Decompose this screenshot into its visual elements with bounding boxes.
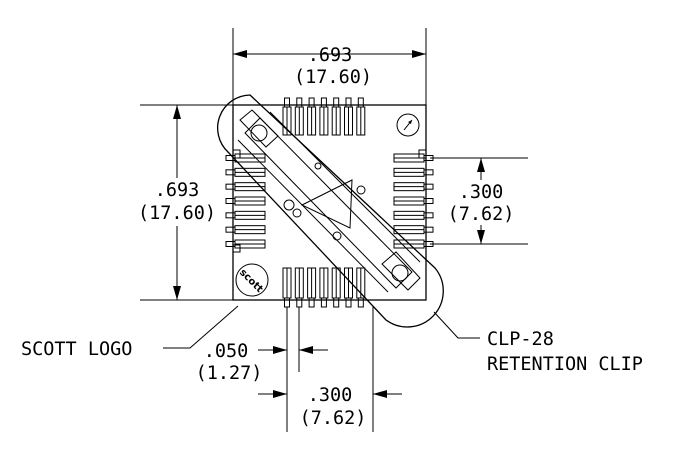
leads-right bbox=[393, 153, 434, 249]
lead-bottom bbox=[294, 267, 304, 308]
right-pitch-mm-label: (7.62) bbox=[448, 204, 515, 225]
left-height-inch-label: .693 bbox=[155, 180, 200, 201]
lead-top bbox=[356, 97, 366, 136]
lead-pitch-inch-label: .050 bbox=[204, 341, 249, 362]
lead-right bbox=[393, 167, 434, 177]
right-pitch-dimension: .300 (7.62) bbox=[430, 157, 528, 245]
clip-callout-line2: RETENTION CLIP bbox=[487, 354, 643, 375]
top-width-mm-label: (17.60) bbox=[294, 67, 372, 88]
lead-bottom bbox=[282, 267, 292, 308]
lead-top bbox=[294, 97, 304, 136]
left-height-dimension: .693 (17.60) bbox=[138, 104, 258, 301]
scott-logo: scott bbox=[235, 263, 269, 297]
lead-bottom bbox=[307, 267, 317, 308]
lead-right bbox=[393, 182, 434, 192]
left-height-mm-label: (17.60) bbox=[138, 203, 216, 224]
lead-top bbox=[307, 97, 317, 136]
right-pitch-inch-label: .300 bbox=[459, 182, 504, 203]
lead-top bbox=[282, 97, 292, 136]
scott-logo-text: scott bbox=[237, 267, 265, 295]
scott-logo-callout: SCOTT LOGO bbox=[21, 305, 239, 360]
lead-pitch-mm-label: (1.27) bbox=[196, 363, 263, 384]
lead-top bbox=[344, 97, 353, 136]
lead-right bbox=[393, 153, 434, 163]
bottom-pitch-inch-label: .300 bbox=[308, 385, 353, 406]
lead-top bbox=[319, 97, 329, 136]
bottom-pitch-mm-label: (7.62) bbox=[300, 408, 367, 429]
retention-clip-callout: CLP-28 RETENTION CLIP bbox=[433, 311, 643, 375]
lead-left bbox=[225, 210, 266, 220]
top-width-dimension: .693 (17.60) bbox=[232, 28, 427, 105]
lead-left bbox=[225, 196, 266, 206]
retention-clip bbox=[217, 94, 444, 328]
pin1-indicator-icon bbox=[396, 113, 420, 137]
socket-body bbox=[232, 104, 427, 301]
top-width-inch-label: .693 bbox=[308, 45, 353, 66]
lead-left bbox=[225, 239, 266, 249]
scott-logo-callout-text: SCOTT LOGO bbox=[21, 339, 132, 360]
leads-left bbox=[225, 153, 266, 249]
leads-top bbox=[282, 97, 366, 136]
lead-bottom bbox=[319, 267, 329, 308]
bottom-pitch-dimension: .300 (7.62) bbox=[258, 307, 402, 432]
lead-right bbox=[393, 225, 434, 235]
lead-top bbox=[331, 97, 341, 136]
lead-left bbox=[225, 182, 266, 192]
lead-left bbox=[225, 167, 266, 177]
lead-bottom bbox=[331, 267, 341, 308]
lead-bottom bbox=[344, 267, 353, 308]
lead-bottom bbox=[356, 267, 366, 308]
clip-callout-line1: CLP-28 bbox=[487, 329, 554, 350]
lead-pitch-dimension: .050 (1.27) bbox=[196, 307, 328, 384]
lead-left bbox=[225, 225, 266, 235]
lead-right bbox=[393, 196, 434, 206]
lead-right bbox=[393, 210, 434, 220]
leads-bottom bbox=[282, 267, 366, 308]
